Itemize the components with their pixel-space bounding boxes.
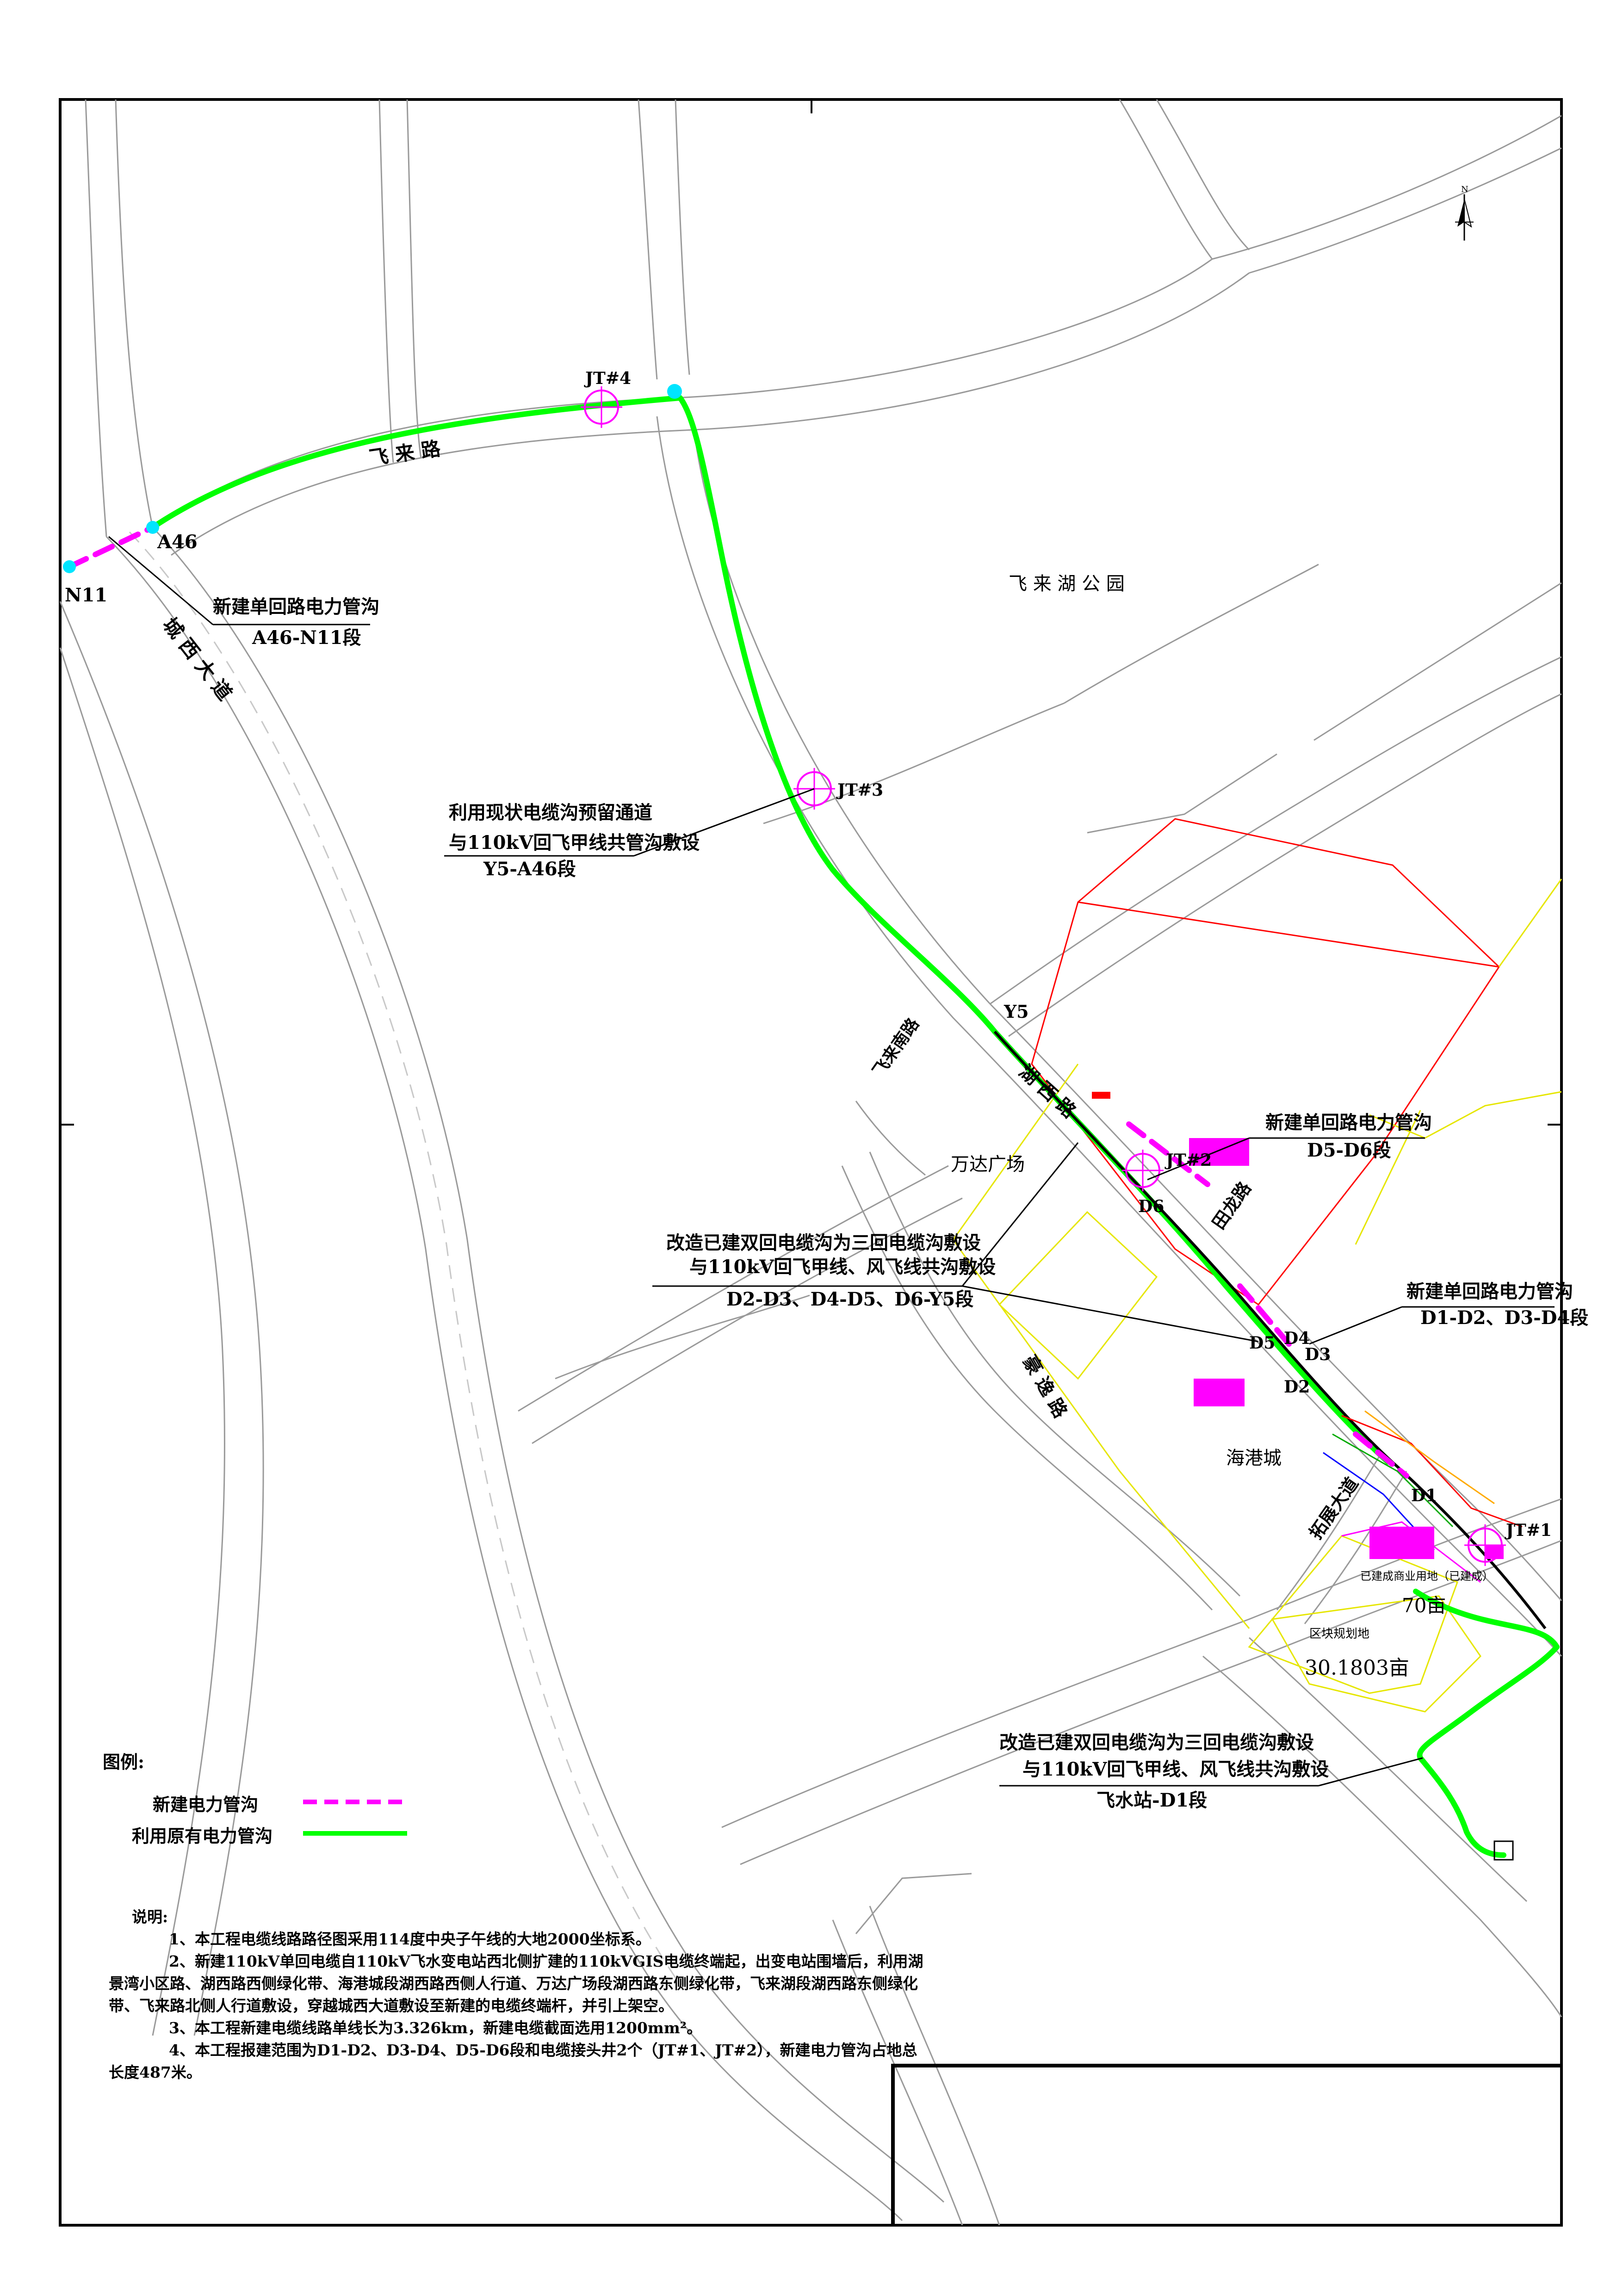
notes-title: 说明: [132,1908,168,1926]
callout-d5-d6: 新建单回路电力管沟 D5-D6段 [1147,1112,1432,1181]
label-node-d3: D3 [1305,1345,1331,1364]
label-feilai-lake-park: 飞 来 湖 公 园 [1009,573,1125,594]
title-block-frame [891,2064,1561,2225]
callout-feishui-d1-line3: 飞水站-D1段 [1096,1789,1207,1811]
callout-d2-d6-y5-line2: 与110kV回飞甲线、风飞线共沟敷设 [689,1256,996,1278]
callout-d5-d6-line2: D5-D6段 [1307,1139,1391,1161]
label-node-jt4: JT#4 [584,369,631,388]
label-node-y5: Y5 [1004,1001,1029,1022]
north-arrow: N [1455,185,1474,241]
label-node-jt3: JT#3 [836,780,883,800]
callout-d2-d6-y5-line3: D2-D3、D4-D5、D6-Y5段 [726,1288,973,1310]
label-plot-land: 区块规划地 [1309,1627,1369,1641]
node-marker-a46 [146,521,159,534]
note-1: 1、本工程电缆线路路径图采用114度中央子午线的大地2000坐标系。 [169,1930,651,1948]
callout-y5-a46-line1: 利用现状电缆沟预留通道 [449,802,652,823]
callout-d1-d4: 新建单回路电力管沟 D1-D2、D3-D4段 [1309,1281,1588,1345]
label-node-d2: D2 [1284,1377,1310,1397]
callout-y5-a46-line2: 与110kV回飞甲线共管沟敷设 [449,832,700,854]
legend-new-duct-label: 新建电力管沟 [153,1794,259,1815]
note-2: 2、新建110kV单回电缆自110kV飞水变电站西北侧扩建的110kVGIS电缆… [109,1952,923,2015]
callout-d1-d4-line1: 新建单回路电力管沟 [1406,1281,1573,1302]
road-network [59,99,1562,2226]
notes: 说明: 1、本工程电缆线路路径图采用114度中央子午线的大地2000坐标系。 2… [109,1906,932,2084]
callout-feishui-d1-line1: 改造已建双回电缆沟为三回电缆沟敷设 [999,1732,1314,1753]
label-plot-70mu: 70亩 [1402,1594,1446,1617]
label-wanda-plaza: 万达广场 [951,1154,1025,1175]
north-arrow-label: N [1461,185,1468,194]
label-plot-yellow: 已建成商业用地（已建成） [1360,1570,1493,1583]
label-node-d4: D4 [1284,1329,1310,1348]
label-chengxi-avenue: 城 西 大 道 [158,613,236,705]
label-node-jt2: JT#2 [1165,1151,1212,1170]
callout-feishui-d1: 改造已建双回电缆沟为三回电缆沟敷设 与110kV回飞甲线、风飞线共沟敷设 飞水站… [999,1732,1423,1811]
label-haigang-city: 海港城 [1226,1448,1282,1469]
callout-d1-d4-line2: D1-D2、D3-D4段 [1420,1307,1588,1329]
legend-title: 图例: [103,1751,145,1772]
callout-a46-n11: 新建单回路电力管沟 A46-N11段 [108,536,379,649]
callout-d2-d6-y5: 改造已建双回电缆沟为三回电缆沟敷设 与110kV回飞甲线、风飞线共沟敷设 D2-… [652,1142,1259,1343]
label-node-d5: D5 [1249,1333,1275,1353]
label-node-d1: D1 [1411,1486,1437,1505]
callout-a46-n11-line1: 新建单回路电力管沟 [213,596,379,618]
callout-d5-d6-line1: 新建单回路电力管沟 [1265,1112,1432,1133]
equipment-zone [1092,1092,1523,1861]
callout-d2-d6-y5-line1: 改造已建双回电缆沟为三回电缆沟敷设 [666,1232,981,1254]
label-plot-30mu: 30.1803亩 [1305,1656,1409,1680]
callout-feishui-d1-line2: 与110kV回飞甲线、风飞线共沟敷设 [1022,1758,1329,1780]
node-marker-n11 [63,560,76,573]
label-feilai-south-road: 飞来南路 [869,1014,923,1080]
node-marker-feilai-corner [667,384,682,399]
label-node-a46: A46 [157,531,198,553]
note-3: 3、本工程新建电缆线路单线长为3.326km，新建电缆截面选用1200mm²。 [169,2019,702,2037]
new-duct-route [67,525,1409,1479]
callout-y5-a46-line3: Y5-A46段 [483,858,576,880]
label-node-d6: D6 [1138,1197,1164,1216]
label-feilai-road: 飞 来 路 [368,437,443,470]
legend-existing-duct-label: 利用原有电力管沟 [132,1826,273,1846]
callout-y5-a46: 利用现状电缆沟预留通道 与110kV回飞甲线共管沟敷设 Y5-A46段 [444,788,815,880]
label-node-jt1: JT#1 [1505,1521,1552,1540]
callout-a46-n11-line2: A46-N11段 [252,627,361,649]
label-haoyi-road: 豪 逸 路 [1018,1352,1072,1422]
note-4: 4、本工程报建范围为D1-D2、D3-D4、D5-D6段和电缆接头井2个（JT#… [109,2041,917,2081]
label-tianlong-road: 田龙路 [1208,1177,1256,1233]
label-node-n11: N11 [65,584,107,606]
